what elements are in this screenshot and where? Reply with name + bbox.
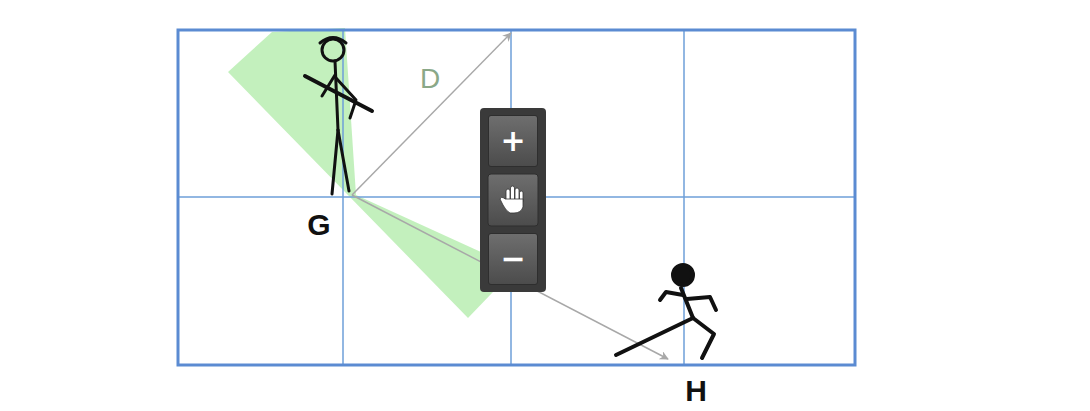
hand-icon [500, 186, 523, 213]
vector-label: D [420, 65, 440, 93]
guard-figure [305, 38, 372, 195]
grid-lines [178, 30, 855, 365]
button-symbol: + [500, 126, 525, 156]
point-label: H [685, 376, 707, 406]
zoom-button: − [488, 233, 538, 285]
pan-button [488, 174, 538, 226]
point-label: G [307, 210, 330, 240]
button-symbol: − [500, 244, 525, 274]
zoom-panel [480, 108, 546, 292]
vision-cone [228, 28, 516, 318]
intruder-figure [616, 265, 716, 358]
grid-border [178, 30, 855, 365]
zoom-button: + [488, 115, 538, 167]
